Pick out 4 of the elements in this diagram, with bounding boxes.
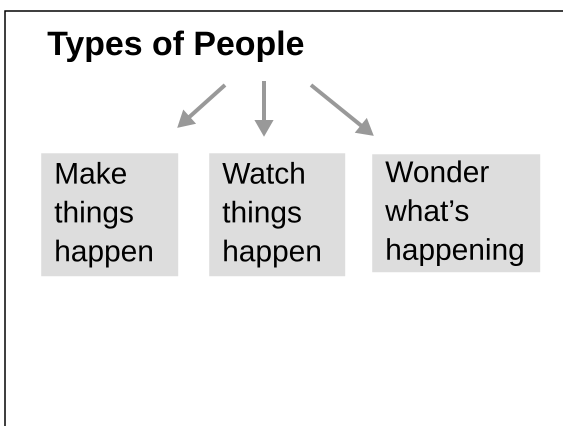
title: Types of People <box>48 30 304 62</box>
text-box: Make things happen <box>41 153 178 276</box>
text-box: Wonder what’s happening <box>372 154 540 272</box>
text-box: Watch things happen <box>209 153 346 276</box>
